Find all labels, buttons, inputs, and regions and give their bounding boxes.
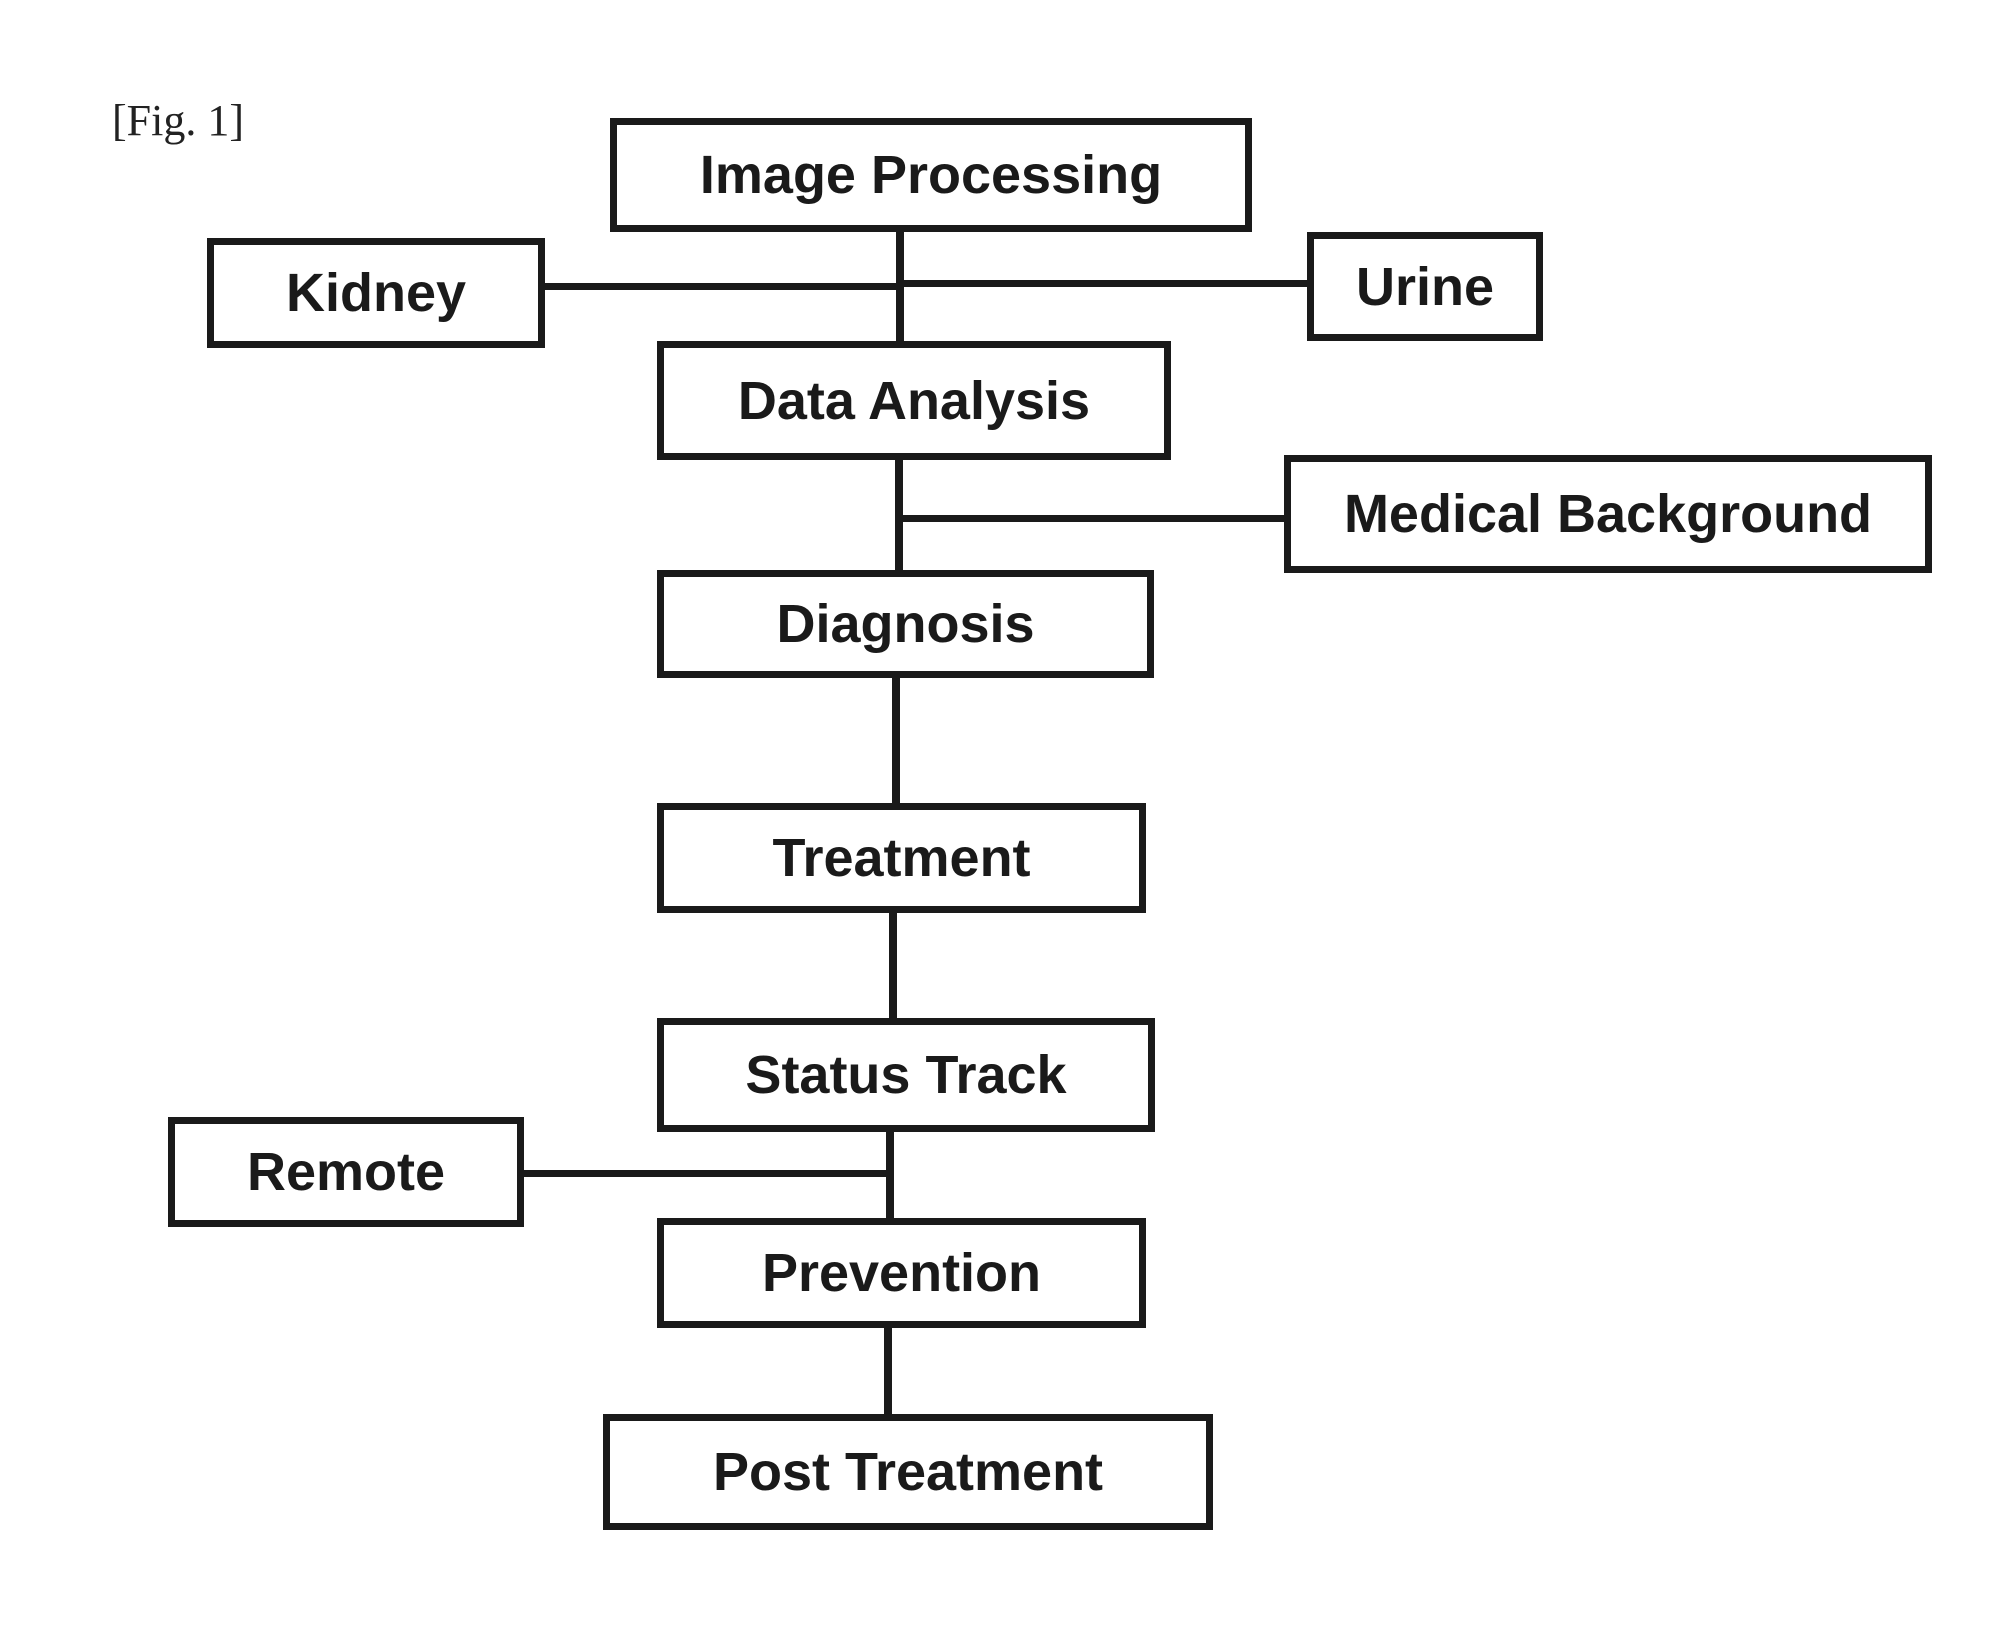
figure-label: [Fig. 1] (112, 96, 244, 145)
node-remote: Remote (168, 1117, 524, 1227)
connector-prevention-to-post-treatment (884, 1322, 892, 1414)
node-data-analysis: Data Analysis (657, 341, 1171, 460)
connector-urine-branch (900, 280, 1312, 287)
connector-diagnosis-to-treatment (892, 676, 900, 806)
connector-status-track-to-prevention (886, 1126, 894, 1222)
node-prevention: Prevention (657, 1218, 1146, 1328)
connector-remote-branch (518, 1170, 890, 1177)
node-kidney: Kidney (207, 238, 545, 348)
node-medical-background: Medical Background (1284, 455, 1932, 573)
connector-medical-background-branch (899, 515, 1291, 522)
node-diagnosis: Diagnosis (657, 570, 1154, 678)
node-status-track: Status Track (657, 1018, 1155, 1132)
node-treatment: Treatment (657, 803, 1146, 913)
node-post-treatment: Post Treatment (603, 1414, 1213, 1530)
node-urine: Urine (1307, 232, 1543, 341)
node-image-processing: Image Processing (610, 118, 1252, 232)
connector-treatment-to-status-track (889, 907, 897, 1022)
connector-kidney-branch (540, 283, 900, 290)
